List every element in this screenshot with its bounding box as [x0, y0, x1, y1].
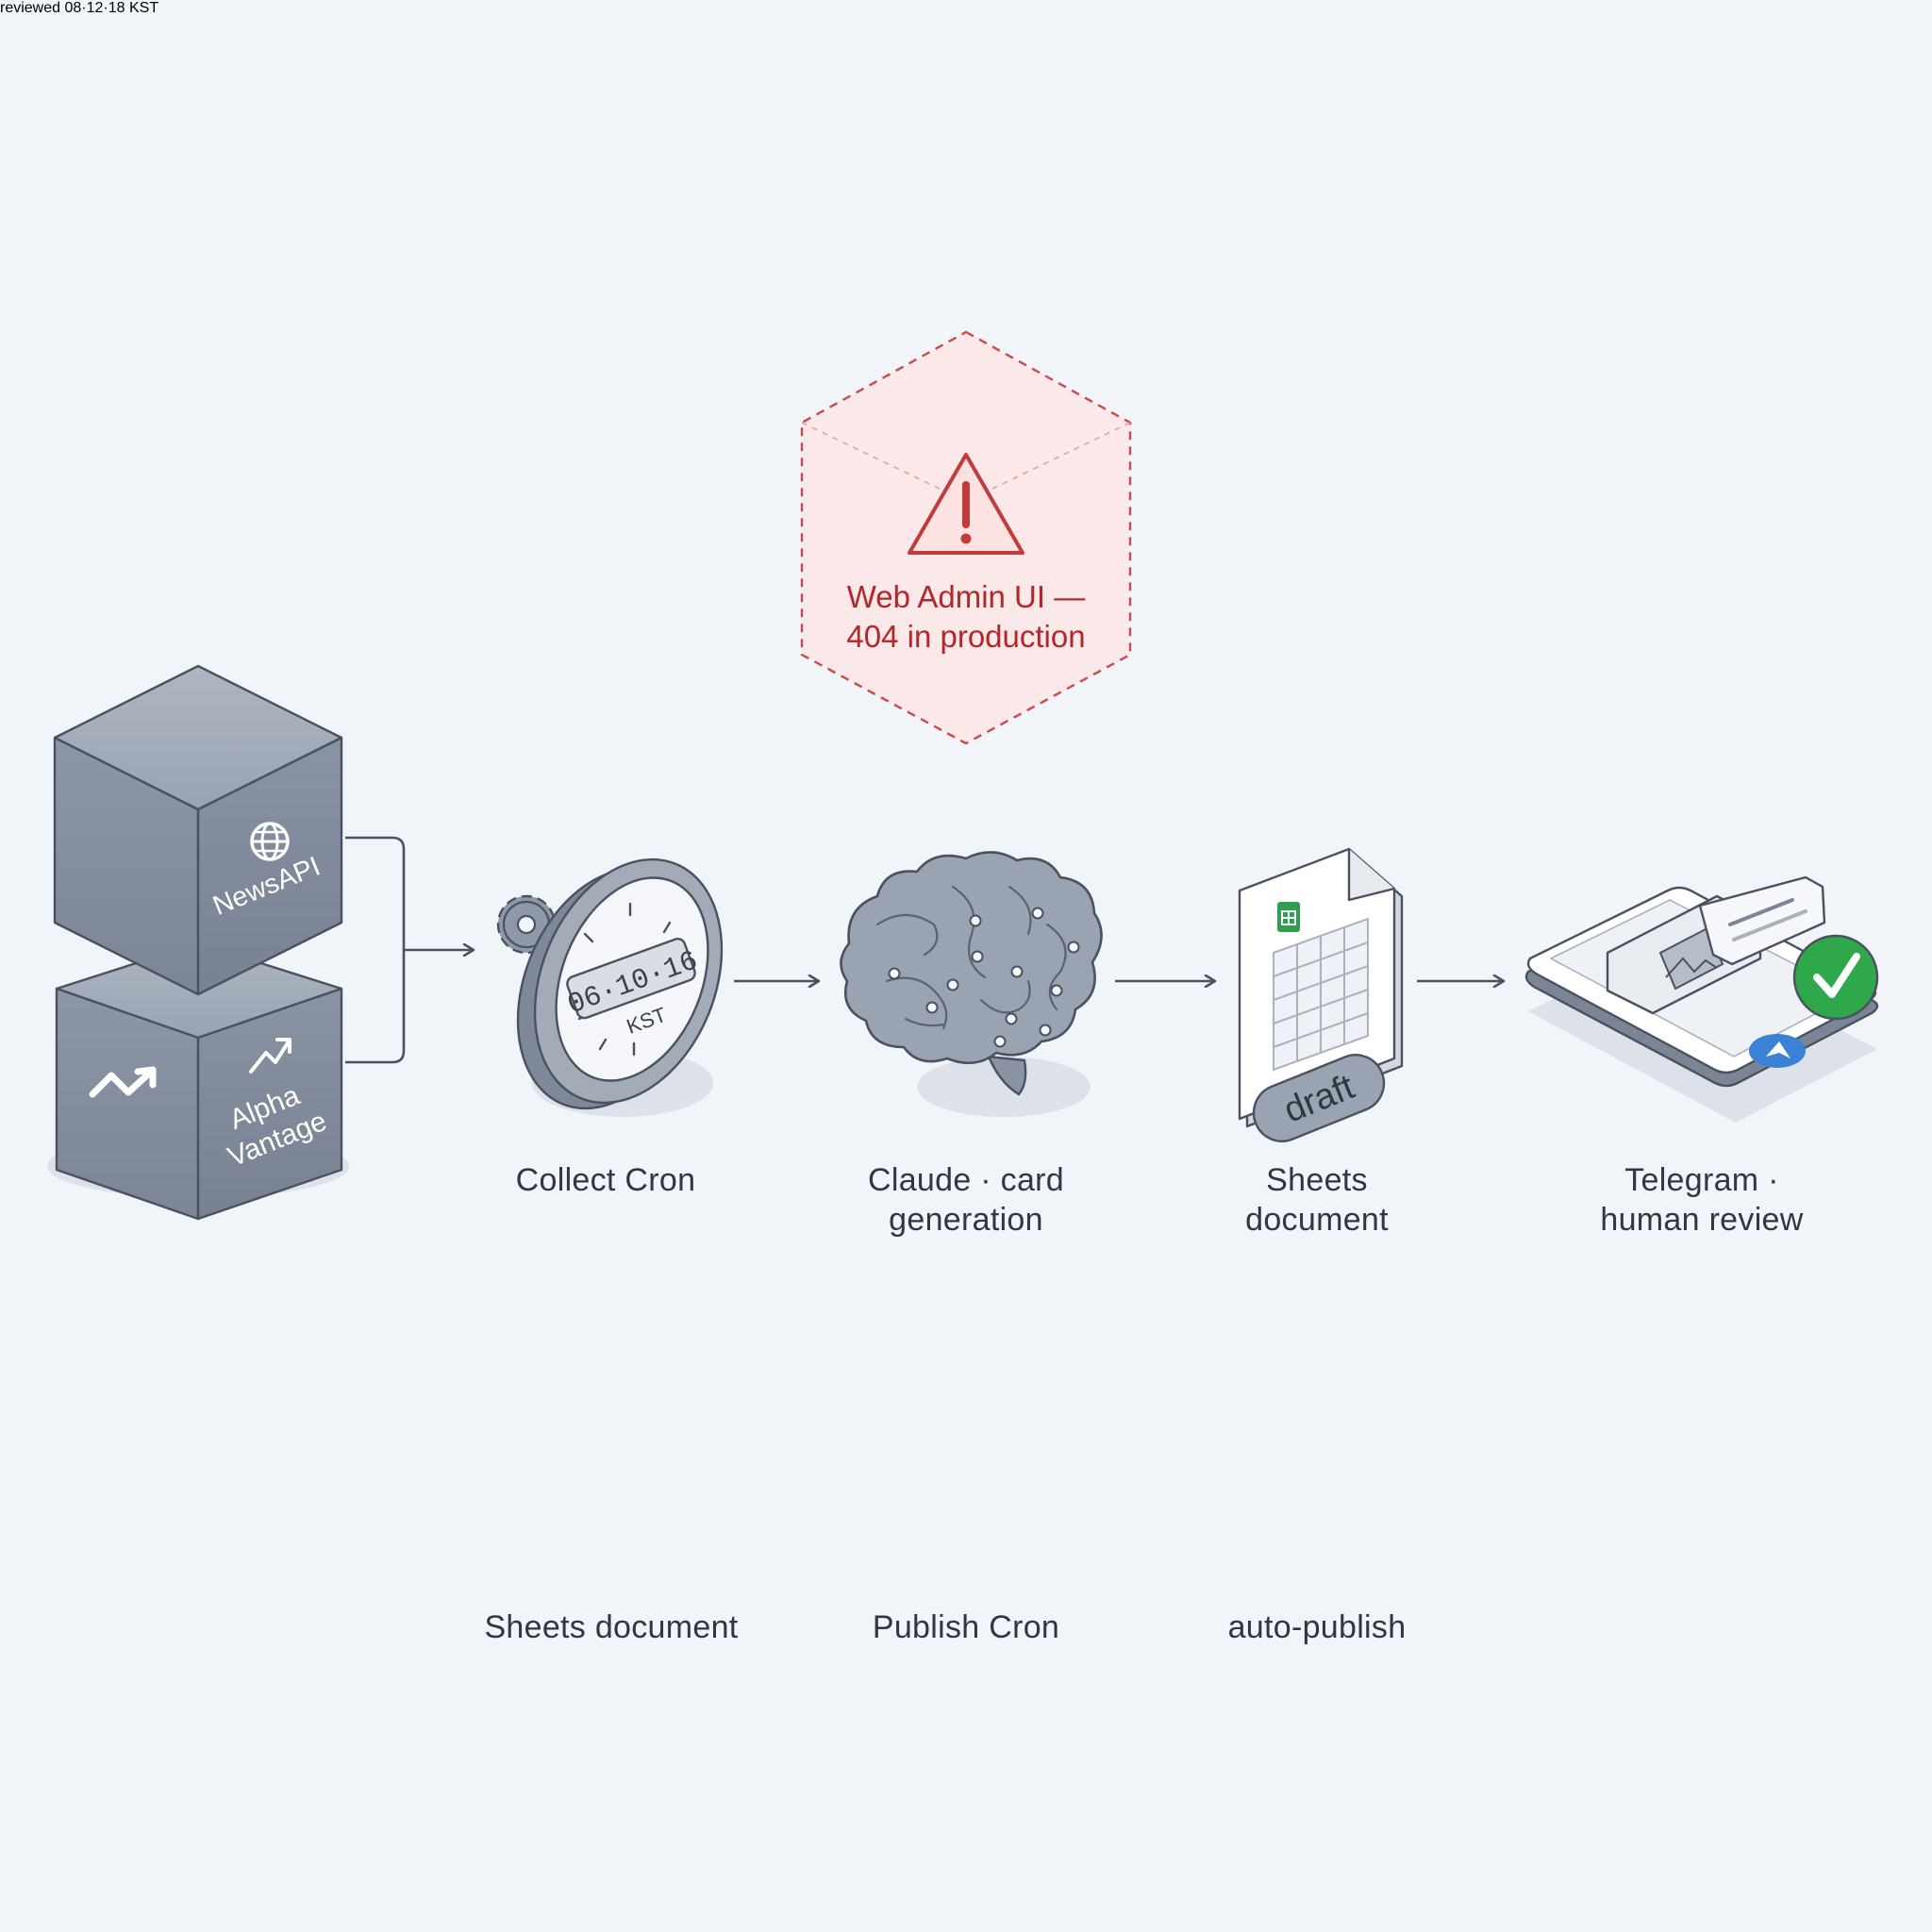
reviewed-badge: reviewed	[0, 0, 61, 16]
globe-icon	[250, 822, 290, 861]
sheets-draft-label: Sheets document	[1166, 1160, 1468, 1240]
telegram-label: Telegram · human review	[1551, 1160, 1853, 1240]
trend-arrow-icon	[89, 1038, 291, 1098]
warning-node	[800, 330, 1132, 745]
claude-brain	[840, 851, 1103, 1117]
auto-publish-label-text: auto-publish	[1227, 1609, 1407, 1645]
arrow-into-sheets-reviewed: reviewed 08·12·18 KST	[0, 0, 1803, 1645]
claude-label-line1: Claude · card	[868, 1162, 1064, 1198]
sources-connector	[345, 836, 406, 1064]
collect-cron-label: Collect Cron	[455, 1160, 757, 1200]
warning-triangle-icon	[908, 453, 1024, 555]
arrow-sheets-to-publish: 08·12·18 KST Web Admin UI — 404 in produ…	[64, 0, 1803, 1645]
publish-cron-time: 08·12·18	[64, 0, 125, 16]
alpha-vantage-cube: Alpha Vantage	[55, 941, 343, 1221]
sheets-draft-label-line1: Sheets	[1266, 1162, 1368, 1198]
telegram-logo-icon	[1749, 1034, 1806, 1068]
publish-cron-tz: KST	[128, 0, 159, 16]
spreadsheet-icon	[1277, 902, 1300, 932]
publish-cron-label-text: Publish Cron	[872, 1609, 1060, 1645]
auto-publish-label: auto-publish	[1166, 1607, 1468, 1647]
warning-line-1: Web Admin UI —	[846, 579, 1086, 614]
publish-cron-label: Publish Cron	[815, 1607, 1117, 1647]
telegram-phone	[1524, 875, 1879, 1123]
newsapi-cube: NewsAPI	[53, 664, 343, 996]
telegram-label-line1: Telegram ·	[1624, 1162, 1779, 1198]
publish-cron-clock: 08·12·18 KST	[64, 0, 158, 16]
check-icon	[1792, 934, 1879, 1021]
warning-line-2: 404 in production	[846, 619, 1086, 654]
sheets-reviewed-label-text: Sheets document	[484, 1609, 739, 1645]
collect-cron-clock: 06·10·16 KST	[496, 858, 724, 1117]
warning-text: Web Admin UI — 404 in production	[777, 577, 1155, 657]
sheets-reviewed-label: Sheets document	[451, 1607, 772, 1647]
claude-label: Claude · card generation	[815, 1160, 1117, 1240]
collect-cron-label-text: Collect Cron	[515, 1162, 696, 1198]
sheets-reviewed-document: reviewed	[0, 0, 64, 16]
brain-icon	[840, 851, 1103, 1065]
claude-label-line2: generation	[889, 1202, 1043, 1238]
telegram-label-line2: human review	[1600, 1202, 1804, 1238]
sheets-draft-document: draft	[1238, 847, 1404, 1142]
sheets-draft-label-line2: document	[1245, 1202, 1389, 1238]
